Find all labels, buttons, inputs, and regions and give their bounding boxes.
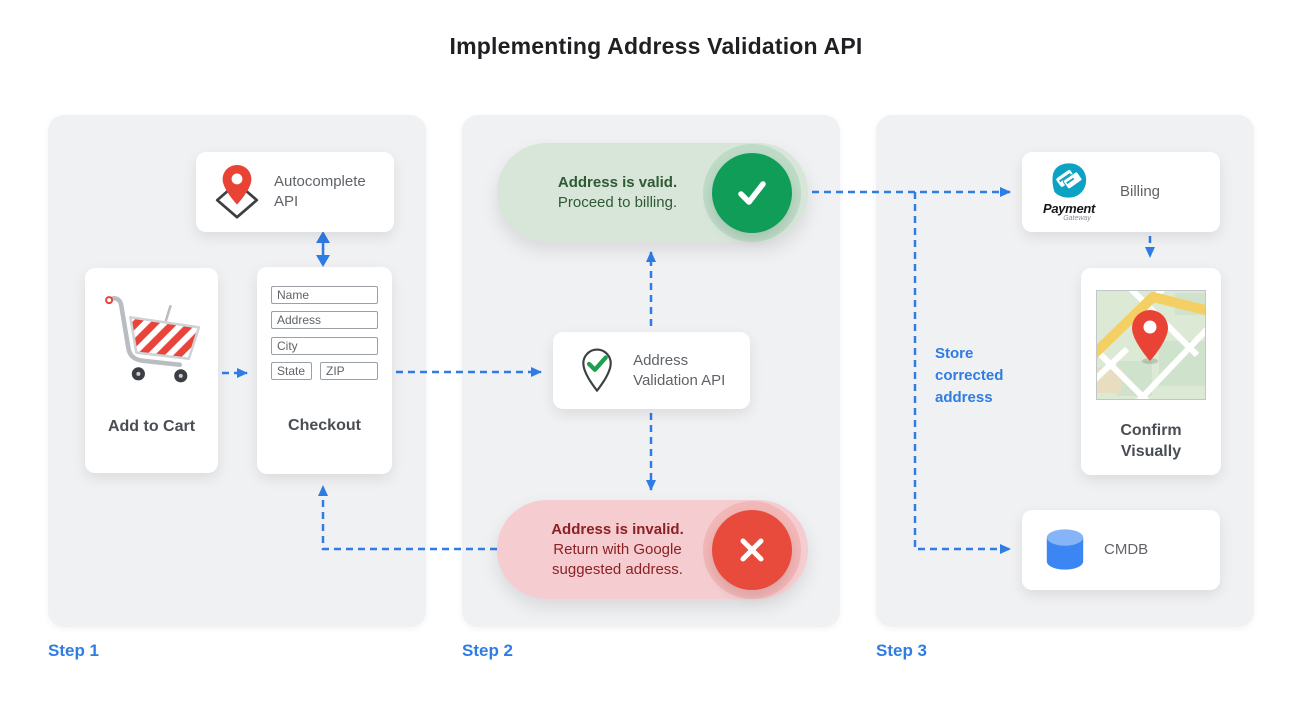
address-invalid-title: Address is invalid. [551,520,684,538]
store-corrected-address-note: Store corrected address [935,345,1004,406]
check-circle-icon [712,152,792,233]
cmdb-card: CMDB [1022,510,1220,590]
address-validation-api-card: Address Validation API [553,332,750,409]
address-valid-text: Address is valid. Proceed to billing. [497,173,712,213]
map-pin-check-icon [582,348,612,392]
shopping-cart-icon [105,296,201,383]
confirm-visually-label: Confirm Visually [1120,422,1182,460]
confirm-visually-card: Confirm Visually [1081,268,1221,475]
billing-label: Billing [1120,183,1161,200]
state-input[interactable] [271,362,312,380]
address-invalid-subtitle: Return with Google suggested address. [552,540,683,578]
page-title: Implementing Address Validation API [449,33,863,59]
zip-input[interactable] [320,362,378,380]
map-pin-diamond-icon [215,165,259,219]
address-valid-pill: Address is valid. Proceed to billing. [497,143,808,242]
step3-label: Step 3 [876,641,928,660]
map-thumbnail [1096,290,1206,400]
address-valid-title: Address is valid. [557,173,678,191]
checkout-card: Checkout [257,267,392,474]
payment-gateway-icon [1052,163,1087,198]
autocomplete-api-card: Autocomplete API [196,152,394,232]
step2-label: Step 2 [462,641,514,660]
address-invalid-text: Address is invalid. Return with Google s… [497,520,712,580]
add-to-cart-label: Add to Cart [107,418,196,435]
autocomplete-api-label: Autocomplete API [274,173,366,210]
add-to-cart-card: Add to Cart [85,268,218,473]
address-invalid-pill: Address is invalid. Return with Google s… [497,500,808,599]
checkout-label: Checkout [288,417,361,434]
cmdb-label: CMDB [1104,541,1149,558]
address-validation-api-label: Address Validation API [633,351,726,389]
payment-logo-subtitle: Gateway [1063,215,1091,222]
database-cylinder-icon [1046,529,1084,570]
step1-label: Step 1 [48,641,100,660]
name-input[interactable] [271,286,378,304]
billing-card: Payment Gateway Billing [1022,152,1220,232]
x-circle-icon [712,509,792,590]
payment-logo-title: Payment [1042,201,1096,216]
payment-gateway-logo: Payment Gateway [1036,162,1102,222]
address-valid-subtitle: Proceed to billing. [557,193,678,211]
address-input[interactable] [271,311,378,329]
city-input[interactable] [271,337,378,355]
